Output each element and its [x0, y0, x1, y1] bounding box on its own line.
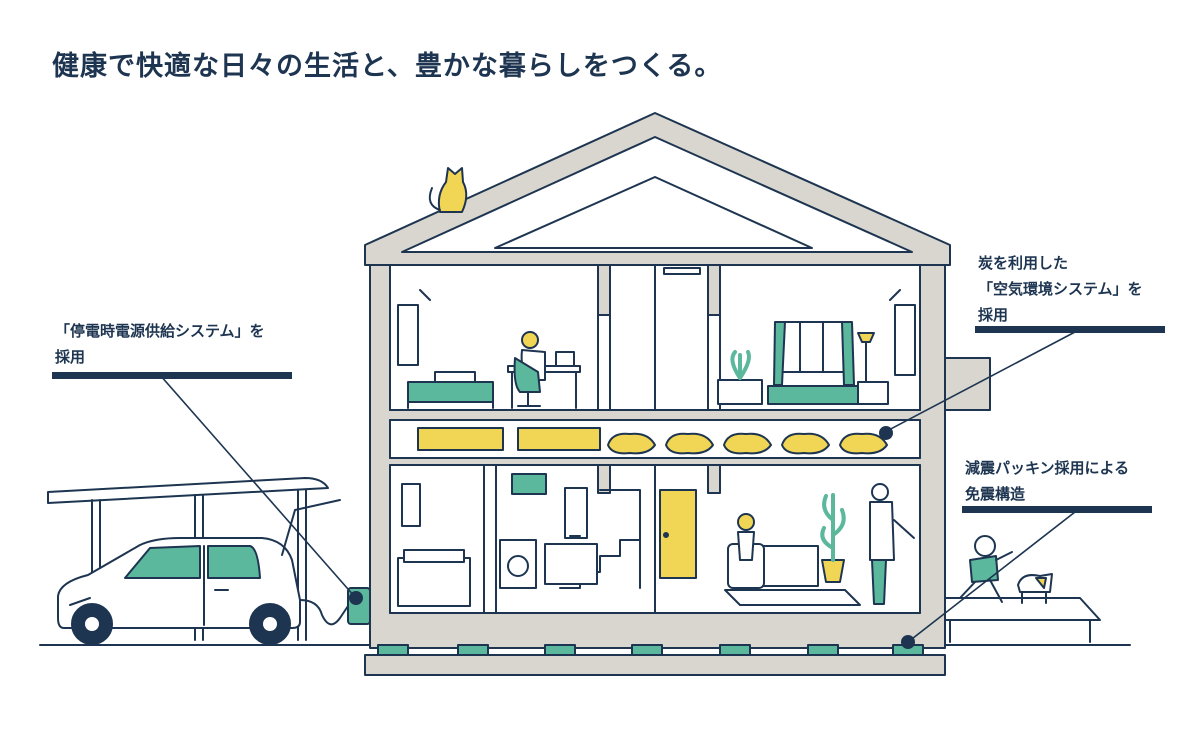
house-roof: [364, 112, 951, 266]
leader-dots: [349, 426, 915, 649]
callout-quake-line-1: 減震パッキン採用による: [965, 459, 1130, 477]
callout-air-line-2: 「空気環境システム」を: [978, 280, 1143, 298]
bathtub: [397, 549, 471, 607]
dog: [1017, 573, 1053, 604]
electric-car: [57, 499, 353, 645]
yellow-door: [659, 489, 697, 579]
upper-floor-rooms: [397, 264, 916, 411]
desk-with-person: [507, 331, 581, 409]
ground-floor-rooms: [401, 464, 721, 614]
headline: 健康で快適な日々の生活と、豊かな暮らしをつくる。: [52, 51, 723, 82]
washing-machine: [499, 539, 537, 589]
kitchen-sink: [544, 535, 598, 585]
callout-power-line-2: 採用: [55, 348, 86, 366]
callout-quake-underline: [962, 506, 1152, 513]
bed-left: [407, 371, 494, 409]
callout-air-line-1: 炭を利用した: [978, 254, 1069, 272]
callout-power-line-1: 「停電時電源供給システム」を: [55, 322, 265, 340]
bedroom-right: [717, 321, 889, 405]
child-running: [959, 535, 1013, 603]
callout-air-line-3: 採用: [978, 306, 1009, 324]
foundation: [364, 644, 946, 676]
callout-quake-line-2: 免震構造: [965, 485, 1026, 503]
charcoal-layer: [417, 427, 888, 455]
callout-air-system: 炭を利用した 「空気環境システム」を 採用: [978, 250, 1143, 328]
callout-power-supply: 「停電時電源供給システム」を 採用: [55, 318, 265, 370]
callout-air-underline: [975, 326, 1165, 333]
callout-power-underline: [52, 372, 292, 379]
living-room: [724, 483, 915, 606]
callout-seismic-structure: 減震パッキン採用による 免震構造: [965, 455, 1129, 507]
cat-on-roof: [428, 167, 468, 213]
leader-lines: [159, 331, 1076, 643]
